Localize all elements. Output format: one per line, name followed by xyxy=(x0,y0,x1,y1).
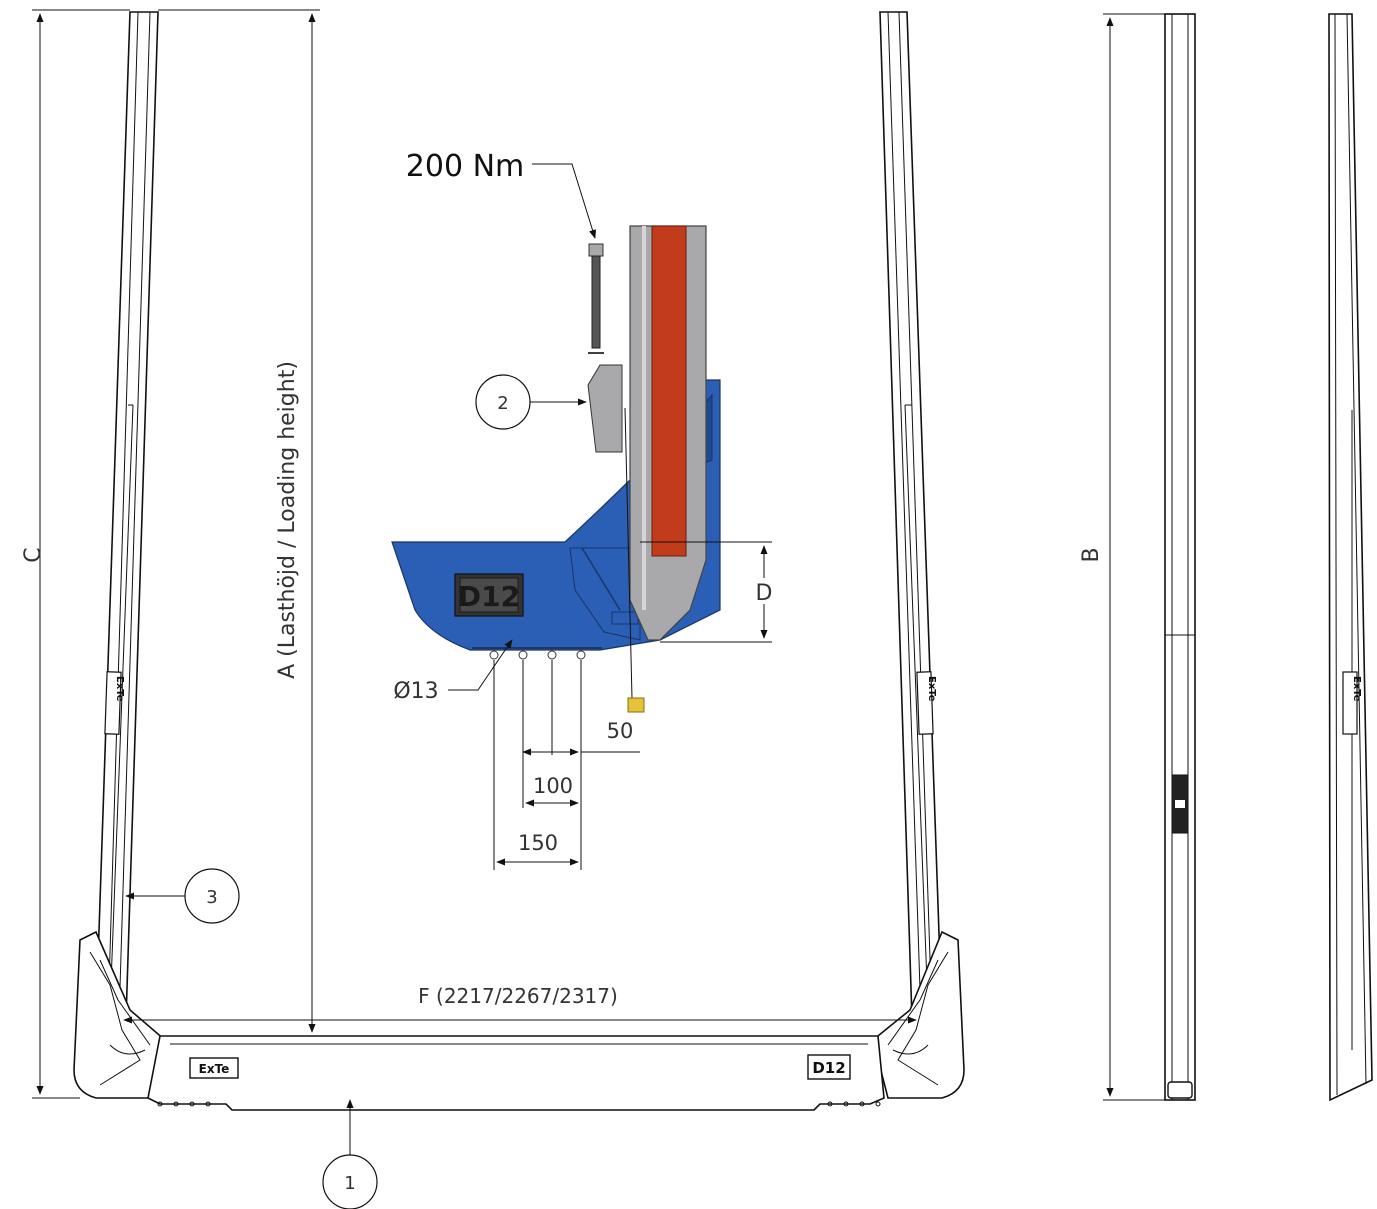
dimension-c: C xyxy=(21,9,130,1099)
torque-label: 200 Nm xyxy=(406,149,524,184)
hole-dimensions: 50 100 150 Ø13 xyxy=(393,639,640,870)
hole-diameter-label: Ø13 xyxy=(393,679,438,704)
front-view: ExTe ExTe xyxy=(21,9,965,1209)
callout-1: 1 xyxy=(322,1099,378,1209)
side-view-2: ExTe xyxy=(1328,13,1373,1102)
right-stake-logo: ExTe xyxy=(926,676,937,702)
left-stake: ExTe xyxy=(73,11,166,1099)
beam-logo-right: D12 xyxy=(812,1059,845,1077)
dimension-d: D xyxy=(640,541,778,643)
dimension-b-label: B xyxy=(1079,547,1104,562)
callout-2-label: 2 xyxy=(497,393,508,414)
torque-callout: 200 Nm xyxy=(406,149,597,239)
dimension-100-label: 100 xyxy=(533,774,573,798)
wedge xyxy=(587,364,623,453)
dimension-150-label: 150 xyxy=(518,831,558,855)
callout-2: 2 xyxy=(475,374,587,430)
callout-3-label: 3 xyxy=(206,887,217,908)
right-stake: ExTe xyxy=(872,11,965,1099)
side-view-1: B xyxy=(1079,13,1196,1101)
dimension-a: A (Lasthöjd / Loading height) xyxy=(158,9,320,1033)
bolster-beam: ExTe D12 xyxy=(147,1035,885,1111)
dimension-f: F (2217/2267/2317) xyxy=(123,984,917,1024)
detail-view: D12 200 Nm 2 xyxy=(391,149,778,870)
dimension-f-label: F (2217/2267/2317) xyxy=(418,984,618,1008)
dimension-c-label: C xyxy=(21,547,46,562)
dimension-d-label: D xyxy=(756,581,773,606)
side-view-2-logo: ExTe xyxy=(1351,676,1362,702)
lower-pin xyxy=(627,697,645,713)
left-stake-logo: ExTe xyxy=(114,676,125,702)
dimension-a-label: A (Lasthöjd / Loading height) xyxy=(275,361,300,679)
dimension-50-label: 50 xyxy=(607,719,634,743)
callout-3: 3 xyxy=(125,868,240,924)
callout-1-label: 1 xyxy=(344,1173,355,1194)
bolt xyxy=(588,243,604,354)
d12-plate-label: D12 xyxy=(458,580,520,613)
beam-logo-left: ExTe xyxy=(199,1062,230,1076)
